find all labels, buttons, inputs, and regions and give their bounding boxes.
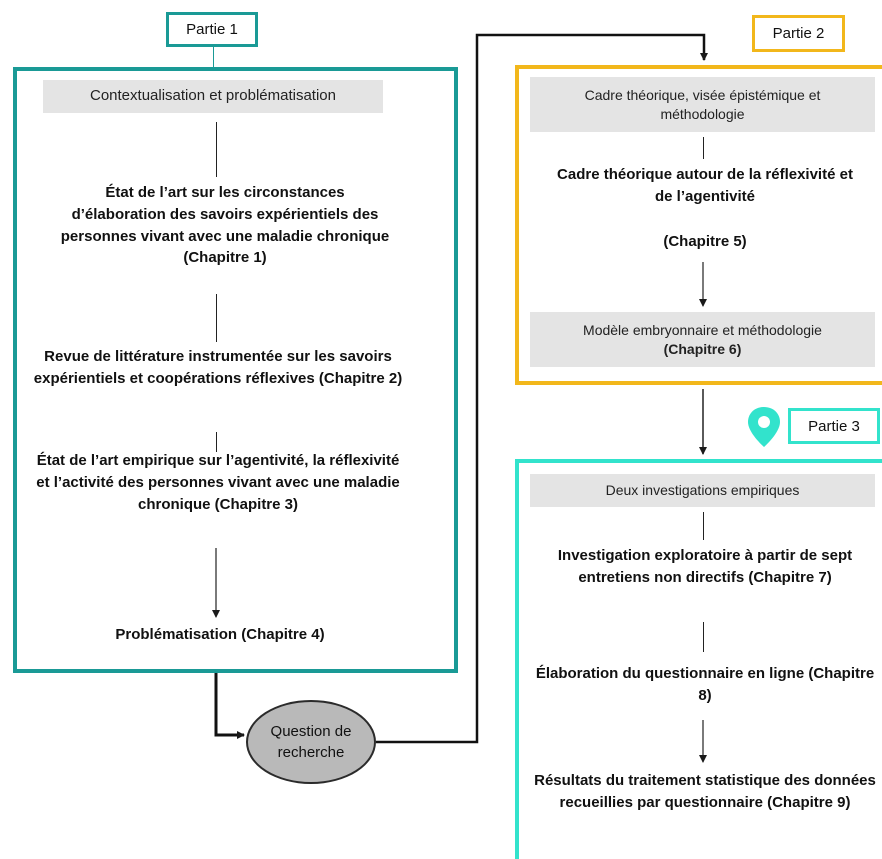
partie1-tag: Partie 1 xyxy=(166,12,258,47)
partie3-tag-label: Partie 3 xyxy=(808,417,860,435)
partie1-item-3: État de l’art empirique sur l’agentivité… xyxy=(36,452,400,513)
connector-line xyxy=(703,137,704,159)
connector-line xyxy=(216,122,217,177)
partie3-item-2: Élaboration du questionnaire en ligne (C… xyxy=(535,665,875,704)
partie3-header-label: Deux investigations empiriques xyxy=(605,482,800,499)
connector-line xyxy=(216,432,217,452)
connector-line xyxy=(216,294,217,342)
partie2-tag-label: Partie 2 xyxy=(772,25,825,42)
partie2-box2: Modèle embryonnaire et méthodologie (Cha… xyxy=(530,312,875,367)
arrow-question-to-p2 xyxy=(376,33,708,744)
partie1-item-1: État de l’art sur les circonstances d’él… xyxy=(60,184,390,267)
partie3-header: Deux investigations empiriques xyxy=(530,474,875,507)
location-pin-icon xyxy=(748,407,780,447)
partie1-item-4: Problématisation (Chapitre 4) xyxy=(115,626,325,643)
partie1-tag-connector xyxy=(213,47,214,67)
partie2-item1-title: Cadre théorique autour de la réflexivité… xyxy=(557,166,853,205)
question-label: Question de recherche xyxy=(270,723,352,761)
partie2-header-label: Cadre théorique, visée épistémique et mé… xyxy=(584,86,821,122)
partie1-item-2: Revue de littérature instrumentée sur le… xyxy=(33,348,403,387)
partie2-box2-line1: Modèle embryonnaire et méthodologie xyxy=(583,321,822,338)
partie1-header: Contextualisation et problématisation xyxy=(43,80,383,113)
connector-line xyxy=(703,622,704,652)
partie2-box2-line2: (Chapitre 6) xyxy=(663,340,742,357)
partie3-item-1: Investigation exploratoire à partir de s… xyxy=(557,547,853,586)
partie3-frame xyxy=(515,459,882,859)
partie1-header-label: Contextualisation et problématisation xyxy=(90,87,336,105)
partie1-frame xyxy=(13,67,458,673)
partie3-item-3: Résultats du traitement statistique des … xyxy=(534,772,876,811)
partie3-tag: Partie 3 xyxy=(788,408,880,444)
partie2-tag: Partie 2 xyxy=(752,15,845,52)
partie2-header: Cadre théorique, visée épistémique et mé… xyxy=(530,77,875,132)
arrow-p1-to-question xyxy=(214,673,245,739)
partie2-item1-chapter: (Chapitre 5) xyxy=(663,233,747,250)
partie2-frame xyxy=(515,65,882,385)
question-ellipse: Question de recherche xyxy=(246,700,376,784)
connector-line xyxy=(703,512,704,540)
partie1-tag-label: Partie 1 xyxy=(186,21,238,38)
